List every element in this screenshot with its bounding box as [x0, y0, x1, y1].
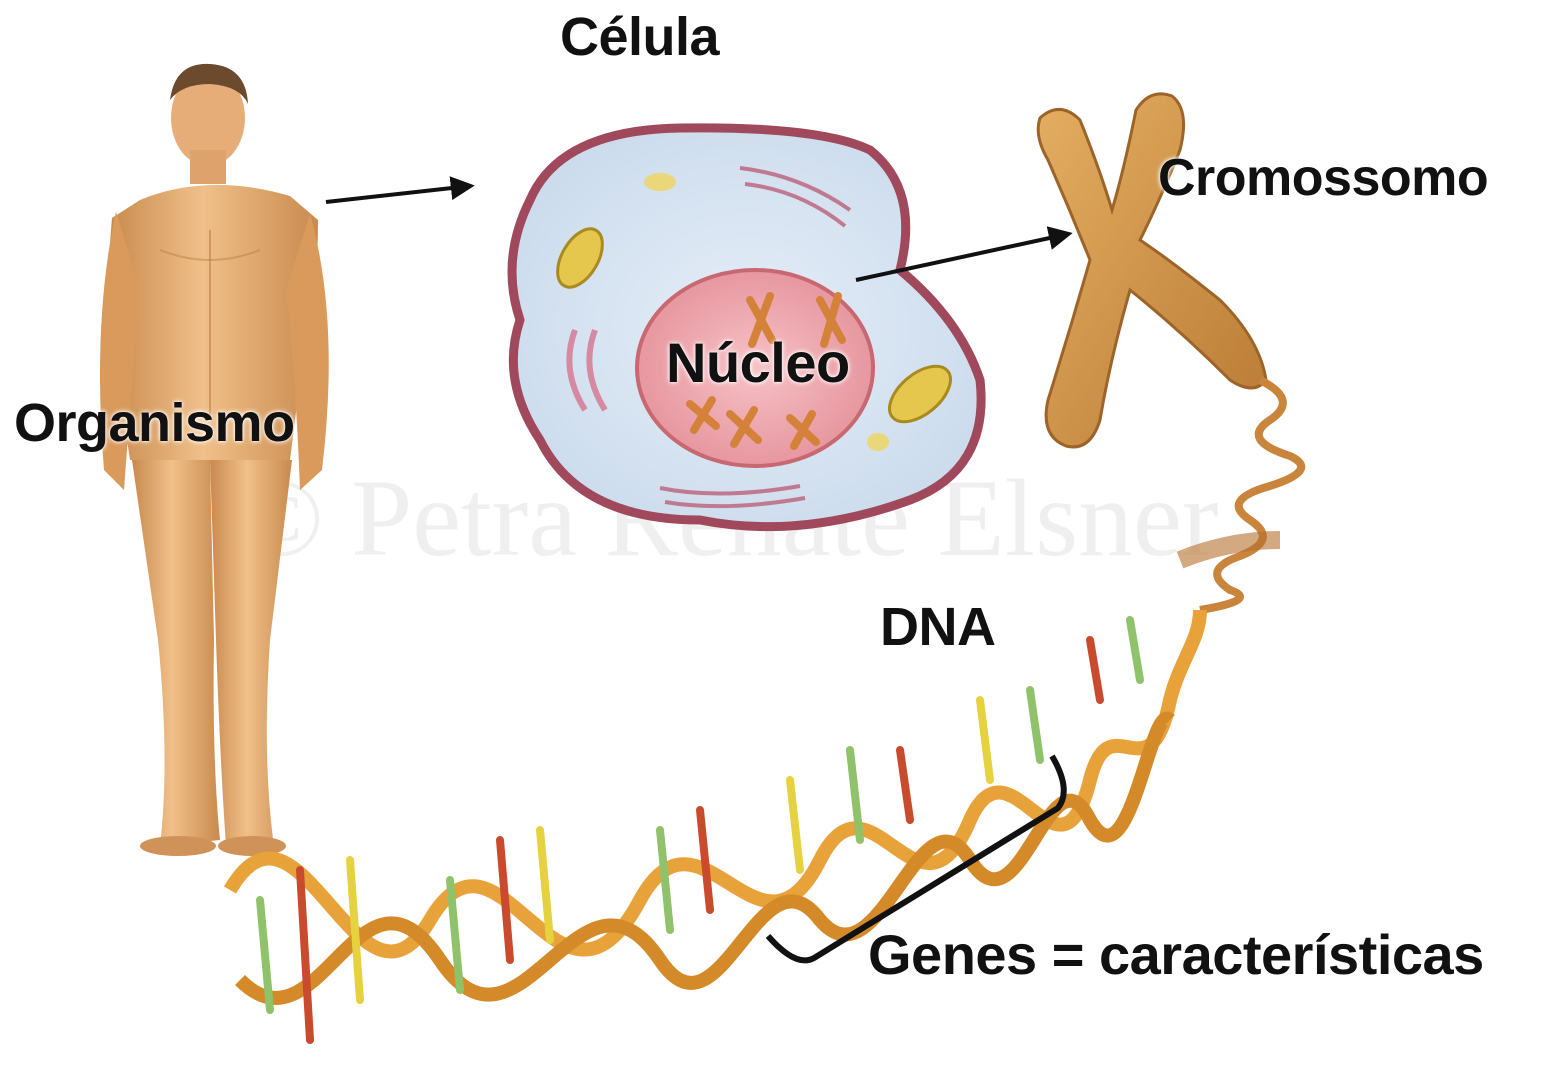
label-nucleo: Núcleo	[666, 330, 850, 395]
label-cromossomo: Cromossomo	[1158, 148, 1488, 208]
label-organismo: Organismo	[14, 392, 295, 454]
label-dna: DNA	[880, 596, 996, 658]
label-genes: Genes = características	[868, 922, 1484, 987]
arrow-organism-to-cell	[326, 186, 470, 202]
cell-illustration	[512, 128, 981, 527]
label-celula: Célula	[560, 6, 719, 68]
human-figure	[100, 64, 329, 856]
